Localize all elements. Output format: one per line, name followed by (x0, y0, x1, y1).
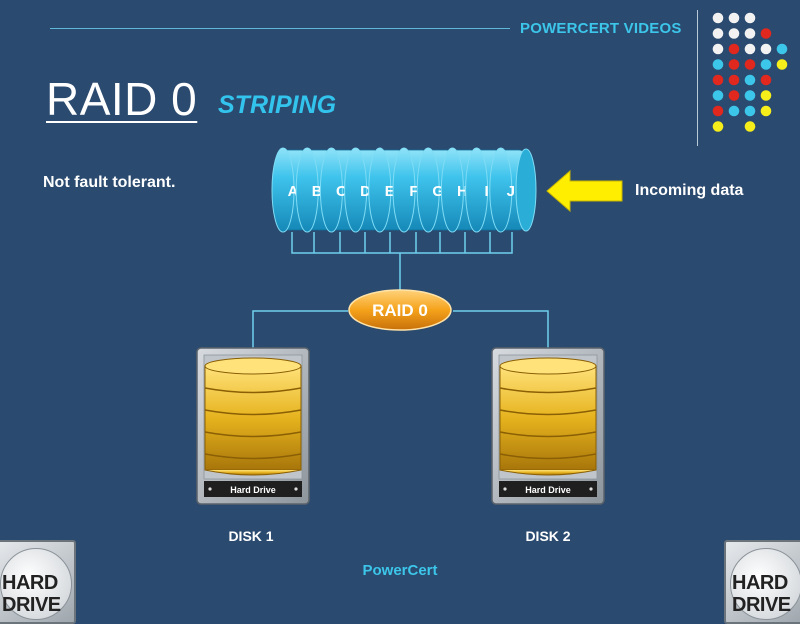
block-end-cap (515, 148, 537, 232)
data-block-label: E (385, 183, 395, 200)
logo-dot (744, 59, 756, 70)
logo-dot (744, 105, 756, 117)
data-block-label: C (336, 183, 347, 200)
data-block-label: D (360, 183, 371, 200)
logo-dot (744, 90, 756, 101)
logo-dot (760, 28, 772, 39)
logo-dot (760, 43, 772, 55)
data-block-label: H (457, 183, 468, 200)
bracket-lines (291, 232, 513, 254)
logo-dot (728, 43, 740, 55)
logo-dot (776, 43, 788, 55)
data-block-label: G (432, 183, 444, 200)
hard-drive-icon-left: HARD DRIVE (0, 540, 76, 624)
logo-dot (728, 105, 740, 117)
logo-dot (744, 12, 756, 24)
logo-dot (728, 12, 740, 24)
disk-1-caption: DISK 1 (228, 528, 274, 544)
logo-dot (712, 74, 724, 86)
data-block-label: I (485, 183, 489, 200)
logo-dot (712, 90, 724, 101)
dot-pattern-logo (712, 12, 788, 132)
controller-label: RAID 0 (372, 301, 428, 320)
connector-lines (252, 232, 549, 350)
logo-dot (760, 90, 772, 101)
logo-dot (744, 121, 756, 132)
logo-dot (728, 28, 740, 39)
data-block-label: J (507, 183, 515, 200)
logo-dot (728, 74, 740, 86)
logo-dot (744, 43, 756, 55)
logo-dot (776, 59, 788, 70)
data-block-label: A (288, 183, 299, 200)
hard-drive-icon-right: HARD DRIVE (724, 540, 800, 624)
disk-badge-label: Hard Drive (525, 485, 571, 495)
disk-2: Hard Drive (491, 347, 605, 505)
disk-1: Hard Drive (196, 347, 310, 505)
disks: Hard Drive Hard Drive (196, 347, 605, 505)
brand-label: POWERCERT VIDEOS (520, 20, 682, 37)
logo-dot (744, 28, 756, 39)
data-block-label: B (312, 183, 323, 200)
disk-2-caption: DISK 2 (525, 528, 571, 544)
logo-dot (760, 59, 772, 70)
logo-dot (712, 59, 724, 70)
page-title: RAID 0 (46, 73, 198, 125)
logo-dot (728, 90, 740, 101)
incoming-arrow (546, 169, 623, 213)
logo-dot (760, 105, 772, 117)
controller-to-disks (252, 310, 549, 350)
footer-brand: PowerCert (362, 562, 438, 579)
logo-dot (712, 28, 724, 39)
incoming-data-label: Incoming data (635, 182, 744, 199)
top-rule (50, 28, 510, 29)
raid-controller: RAID 0 (348, 289, 452, 331)
logo-dot (712, 121, 724, 132)
corner-icon-right-text: HARD DRIVE (732, 572, 791, 616)
logo-dot (744, 74, 756, 86)
logo-dot (728, 59, 740, 70)
logo-dot (760, 74, 772, 86)
logo-dot (712, 43, 724, 55)
data-block-label: F (409, 183, 418, 200)
fault-tolerance-note: Not fault tolerant. (43, 174, 176, 191)
logo-dot (712, 105, 724, 117)
disk-badge-label: Hard Drive (230, 485, 276, 495)
page-subtitle: STRIPING (218, 91, 337, 119)
logo-dot (712, 12, 724, 24)
vertical-rule (697, 10, 698, 146)
corner-icon-left-text: HARD DRIVE (2, 572, 61, 616)
